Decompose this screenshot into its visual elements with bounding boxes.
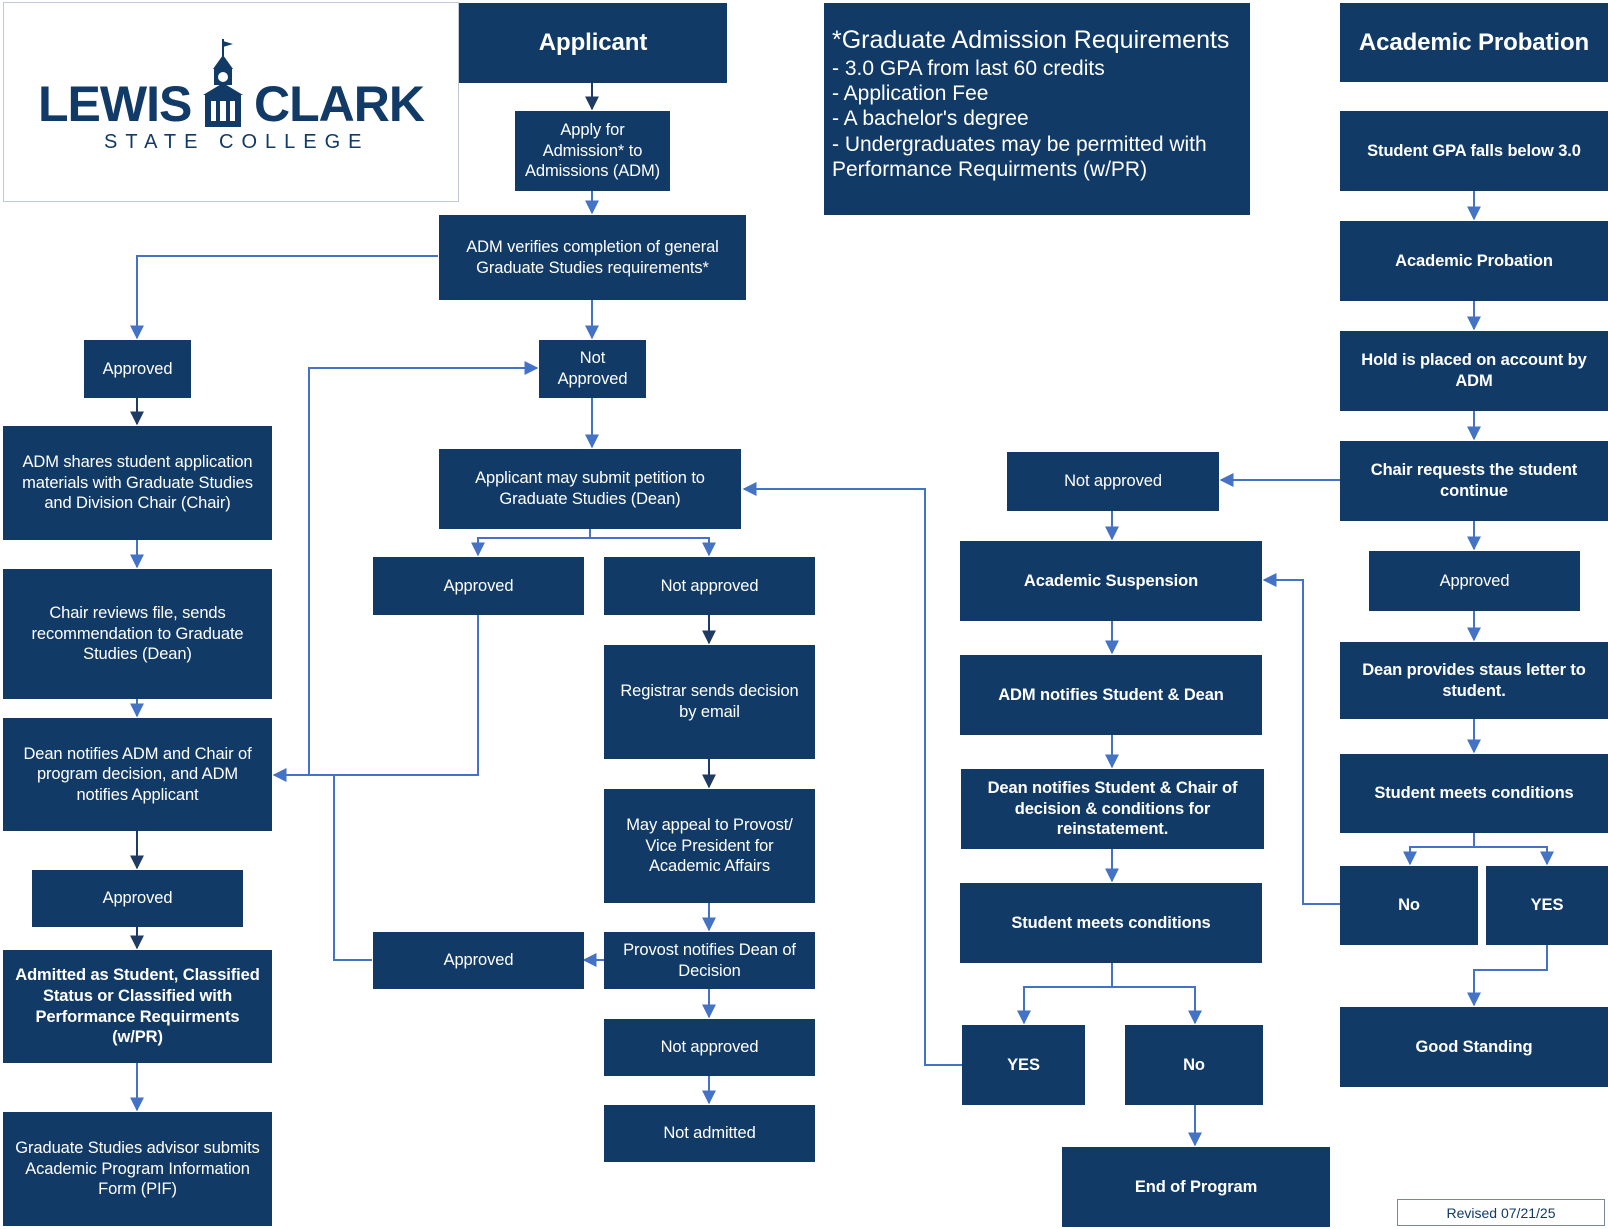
requirement-line: Performance Requirments (w/PR) — [832, 157, 1148, 181]
chair-requests-continue-step: Chair requests the student continue — [1340, 441, 1608, 521]
graduate-admission-requirements: *Graduate Admission Requirements - 3.0 G… — [824, 3, 1250, 215]
petition-step: Applicant may submit petition to Graduat… — [439, 449, 741, 529]
connector-petition-approved-to-dean — [272, 615, 479, 782]
connector-petition-approved — [471, 529, 591, 557]
connector-meets-yes-prob — [1474, 846, 1554, 866]
probation-approved-node: Approved — [1369, 551, 1580, 611]
dean-notifies-reinstatement-step: Dean notifies Student & Chair of decisio… — [961, 769, 1264, 849]
adm-shares-materials-step: ADM shares student application materials… — [3, 426, 272, 540]
connector-verify-approved — [130, 255, 438, 340]
apply-for-admission-step: Apply for Admission* to Admissions (ADM) — [515, 111, 670, 191]
logo-word-right: CLARK — [254, 76, 425, 132]
connector-no-to-suspension — [1262, 573, 1340, 905]
applicant-header: Applicant — [459, 3, 727, 83]
probation-meets-conditions-step: Student meets conditions — [1340, 754, 1608, 833]
provost-approved-node: Approved — [373, 932, 584, 989]
college-logo: LEWIS CLARK STATE COLLEGE — [3, 2, 459, 202]
good-standing-node: Good Standing — [1340, 1007, 1608, 1087]
gpa-falls-below-step: Student GPA falls below 3.0 — [1340, 111, 1608, 191]
academic-probation-header: Academic Probation — [1340, 3, 1608, 82]
connector-provost-approved-to-dean — [333, 775, 372, 961]
registrar-sends-decision-step: Registrar sends decision by email — [604, 645, 815, 759]
approved-admission-node: Approved — [84, 340, 191, 398]
probation-no-node: No — [1340, 866, 1478, 945]
connector-meets-yes — [1017, 963, 1113, 1025]
connector-meets-no — [1112, 986, 1202, 1025]
academic-probation-step: Academic Probation — [1340, 221, 1608, 301]
requirement-line: - 3.0 GPA from last 60 credits — [832, 57, 1105, 80]
petition-approved-node: Approved — [373, 557, 584, 615]
dean-notifies-adm-step: Dean notifies ADM and Chair of program d… — [3, 718, 272, 831]
academic-suspension-step: Academic Suspension — [960, 541, 1262, 621]
suspension-meets-conditions-step: Student meets conditions — [960, 883, 1262, 963]
requirement-line: - A bachelor's degree — [832, 107, 1029, 131]
pif-submission-step: Graduate Studies advisor submits Academi… — [3, 1112, 272, 1226]
logo-subtitle: STATE COLLEGE — [104, 131, 370, 153]
logo-word-left: LEWIS — [38, 76, 192, 132]
petition-not-approved-node: Not approved — [604, 557, 815, 615]
revised-date-label: Revised 07/21/25 — [1397, 1199, 1605, 1226]
adm-verifies-step: ADM verifies completion of general Gradu… — [439, 215, 746, 300]
approved-admitted-node: Approved — [32, 870, 243, 927]
probation-yes-node: YES — [1486, 866, 1608, 945]
not-admitted-node: Not admitted — [604, 1105, 815, 1162]
suspension-not-approved-node: Not approved — [1007, 452, 1219, 511]
provost-notifies-dean-step: Provost notifies Dean of Decision — [604, 932, 815, 989]
connector-meets-no-prob — [1403, 833, 1475, 866]
connector-petition-notapproved — [590, 537, 716, 557]
requirement-line: - Application Fee — [832, 82, 989, 106]
suspension-yes-node: YES — [962, 1025, 1085, 1105]
admitted-as-student-step: Admitted as Student, Classified Status o… — [3, 950, 272, 1063]
adm-notifies-student-dean-step: ADM notifies Student & Dean — [960, 655, 1262, 735]
not-approved-admission-node: Not Approved — [539, 340, 646, 398]
chair-reviews-file-step: Chair reviews file, sends recommendation… — [3, 569, 272, 699]
end-of-program-node: End of Program — [1062, 1147, 1330, 1227]
dean-status-letter-step: Dean provides staus letter to student. — [1340, 642, 1608, 719]
provost-not-approved-node: Not approved — [604, 1019, 815, 1076]
hold-placed-step: Hold is placed on account by ADM — [1340, 331, 1608, 411]
connector-yes-to-goodstanding — [1467, 945, 1548, 1007]
requirements-title: *Graduate Admission Requirements — [832, 26, 1230, 54]
clock-tower-icon — [203, 39, 243, 127]
suspension-no-node: No — [1125, 1025, 1263, 1105]
appeal-to-provost-step: May appeal to Provost/ Vice President fo… — [604, 789, 815, 903]
requirement-line: - Undergraduates may be permitted with — [832, 132, 1207, 156]
